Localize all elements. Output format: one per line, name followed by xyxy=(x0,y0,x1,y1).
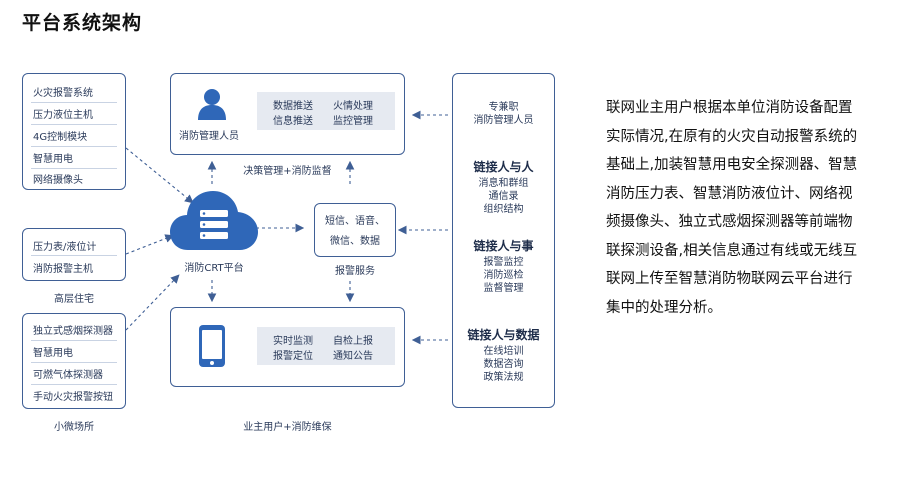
arrow-group1-to-cloud xyxy=(125,147,194,204)
person-label: 消防管理人员 xyxy=(179,131,239,142)
function-item: 监控管理 xyxy=(333,116,373,127)
owner-box: 实时监测 报警定位 自检上报 通知公告 xyxy=(170,307,405,387)
description-line: 基础上,加装智慧用电安全探测器、智慧 xyxy=(606,157,858,173)
alarm-channel-item: 短信、语音、 xyxy=(325,216,385,227)
description-line: 联网上传至智慧消防物联网云平台进行 xyxy=(606,271,853,287)
management-functions: 数据推送 信息推送 火情处理 监控管理 xyxy=(257,92,395,130)
owner-functions: 实时监测 报警定位 自检上报 通知公告 xyxy=(257,327,395,365)
left-group-3: 独立式感烟探测器 智慧用电 可燃气体探测器 手动火灾报警按钮 xyxy=(22,313,126,409)
function-item: 火情处理 xyxy=(333,101,373,112)
owner-caption: 业主用户+消防维保 xyxy=(243,422,332,433)
section-item: 监督管理 xyxy=(483,283,524,294)
list-item: 4G控制模块 xyxy=(33,132,88,143)
left-group-2: 压力表/液位计 消防报警主机 xyxy=(22,228,126,281)
function-item: 信息推送 xyxy=(273,116,313,127)
section-item: 报警监控 xyxy=(483,257,524,268)
section-item: 在线培训 xyxy=(483,346,524,357)
arrow-group2-to-cloud xyxy=(125,234,175,255)
description-text: 联网业主用户根据本单位消防设备配置 实际情况,在原有的火灾自动报警系统的 基础上… xyxy=(606,94,906,322)
list-item: 火灾报警系统 xyxy=(33,88,93,99)
section-heading: 链接人与事 xyxy=(473,239,534,253)
description-line: 实际情况,在原有的火灾自动报警系统的 xyxy=(606,128,858,145)
list-item: 智慧用电 xyxy=(33,154,73,165)
management-box: 消防管理人员 数据推送 信息推送 火情处理 监控管理 xyxy=(170,73,405,155)
description-line: 集中的处理分析。 xyxy=(606,299,722,316)
description-line: 联探测设备,相关信息通过有线或无线互 xyxy=(606,242,858,259)
cloud-server-icon xyxy=(170,191,258,250)
section-item: 消息和群组 xyxy=(478,178,529,189)
staff-line: 消防管理人员 xyxy=(473,115,534,126)
section-item: 政策法规 xyxy=(483,372,524,383)
description-line: 频摄像头、独立式感烟探测器等前端物 xyxy=(606,214,853,230)
group-caption-small-venue: 小微场所 xyxy=(54,422,94,433)
list-item: 手动火灾报警按钮 xyxy=(33,392,113,403)
function-item: 自检上报 xyxy=(333,336,373,347)
alarm-service-caption: 报警服务 xyxy=(335,266,375,277)
section-heading: 链接人与数据 xyxy=(467,328,540,342)
person-icon xyxy=(198,89,226,120)
function-item: 报警定位 xyxy=(273,351,313,362)
list-item: 压力表/液位计 xyxy=(33,242,97,253)
group-caption-highrise: 高层住宅 xyxy=(54,294,94,305)
phone-icon xyxy=(199,325,225,367)
list-item: 智慧用电 xyxy=(33,348,73,359)
list-item: 独立式感烟探测器 xyxy=(33,326,113,337)
section-item: 消防巡检 xyxy=(483,270,524,281)
section-item: 组织结构 xyxy=(483,204,524,215)
left-group-1: 火灾报警系统 压力液位主机 4G控制模块 智慧用电 网络摄像头 xyxy=(22,73,126,190)
section-heading: 链接人与人 xyxy=(473,160,534,174)
platform-label: 消防CRT平台 xyxy=(184,263,244,274)
function-item: 实时监测 xyxy=(273,336,313,347)
description-line: 消防压力表、智慧消防液位计、网络视 xyxy=(606,185,853,202)
description-line: 联网业主用户根据本单位消防设备配置 xyxy=(606,100,853,116)
list-item: 消防报警主机 xyxy=(33,264,93,275)
function-item: 数据推送 xyxy=(273,101,313,112)
staff-line: 专兼职 xyxy=(488,102,519,113)
section-item: 通信录 xyxy=(488,191,519,202)
list-item: 压力液位主机 xyxy=(33,110,93,121)
alarm-service-box: 短信、语音、 微信、数据 xyxy=(314,203,396,257)
list-item: 网络摄像头 xyxy=(33,175,83,186)
alarm-channel-item: 微信、数据 xyxy=(330,236,380,247)
management-caption: 决策管理+消防监督 xyxy=(243,166,332,177)
page-title: 平台系统架构 xyxy=(22,12,143,34)
arrow-group3-to-cloud xyxy=(125,274,180,331)
right-link-panel: 专兼职 消防管理人员 链接人与人 消息和群组 通信录 组织结构 链接人与事 报警… xyxy=(452,73,555,408)
section-item: 数据咨询 xyxy=(483,359,524,370)
function-item: 通知公告 xyxy=(333,351,373,362)
list-item: 可燃气体探测器 xyxy=(33,370,103,381)
